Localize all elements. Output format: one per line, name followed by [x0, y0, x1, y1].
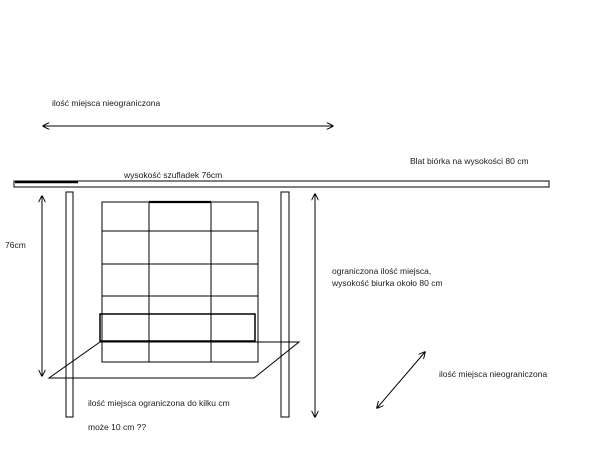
desk-top-board	[13, 180, 550, 188]
label-space-unlimited-top: ilość miejsca nieograniczona	[52, 98, 161, 108]
label-limited-space-line2: wysokość biurka około 80 cm	[332, 278, 443, 288]
arrow-unlimited-diagonal	[377, 352, 425, 408]
drawer-unit	[99, 200, 259, 363]
floor-area	[47, 341, 301, 379]
label-drawer-height: wysokość szufladek 76cm	[124, 170, 223, 180]
label-height-76: 76cm	[5, 240, 26, 250]
label-maybe-10cm: może 10 cm ??	[88, 422, 147, 432]
desk-leg-left	[65, 191, 74, 418]
label-space-unlimited-right: ilość miejsca nieograniczona	[439, 369, 548, 379]
label-limited-space-line1: ograniczona ilość miejsca,	[332, 266, 432, 276]
desk-leg-right	[280, 191, 290, 418]
label-desk-top: Blat biórka na wysokości 80 cm	[410, 156, 529, 166]
label-limited-few-cm: ilość miejsca ograniczona do kilku cm	[88, 398, 230, 408]
